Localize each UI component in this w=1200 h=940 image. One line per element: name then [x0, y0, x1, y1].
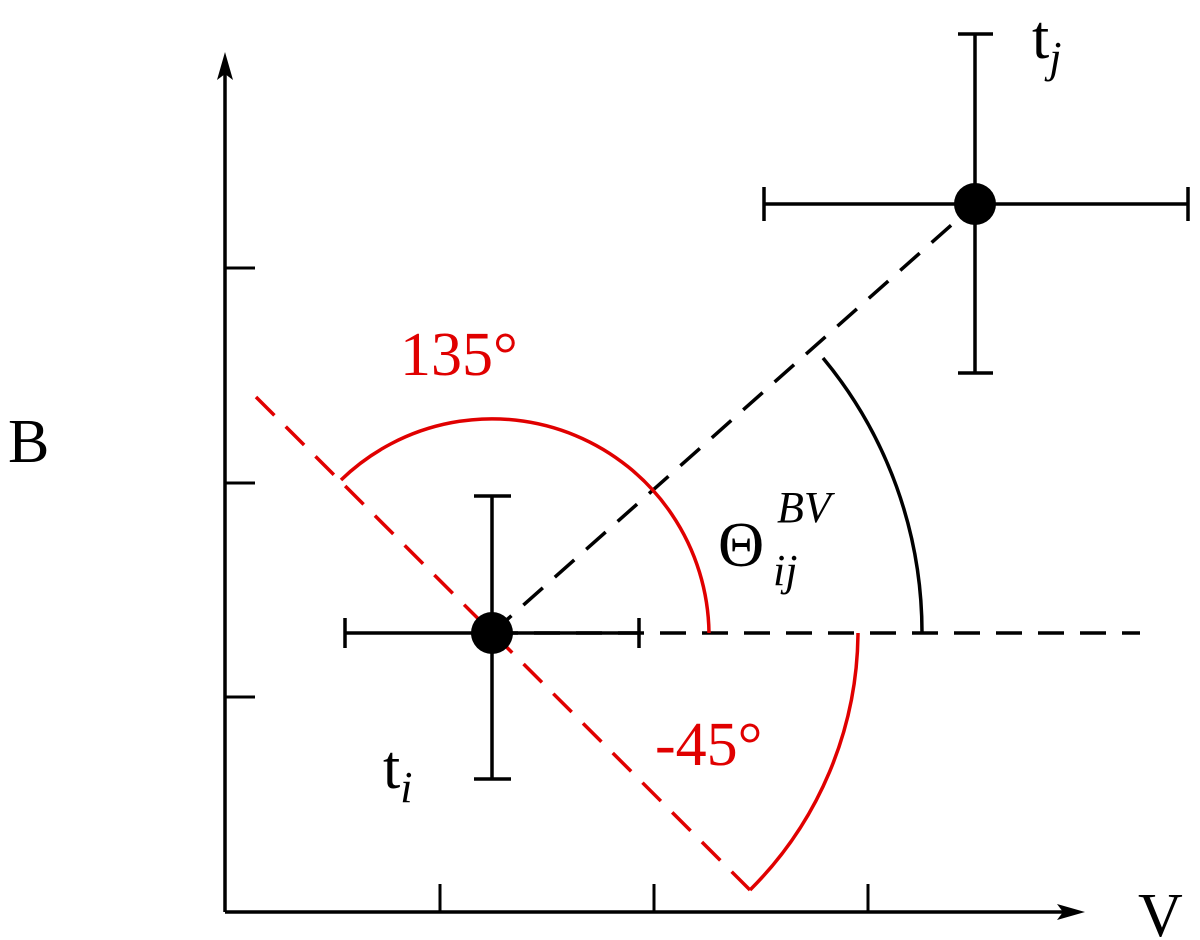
point-j-label: tj [1032, 4, 1061, 82]
y-axis-arrow [217, 52, 233, 80]
theta-symbol: Θ [718, 509, 764, 580]
angle-neg45-label: -45° [655, 711, 762, 779]
point-i-marker [471, 612, 513, 654]
x-axis-arrow [1057, 904, 1085, 920]
point-i-subscript: i [400, 763, 412, 812]
theta-superscript: BV [777, 483, 836, 532]
point-j [762, 32, 1190, 375]
angle-135-arc [339, 417, 711, 634]
connecting-line [490, 202, 977, 635]
theta-label: Θ BV ij [718, 483, 836, 595]
point-j-subscript: j [1044, 33, 1061, 82]
axes [217, 52, 1085, 920]
theta-subscript: ij [773, 546, 797, 595]
point-i [343, 494, 641, 781]
point-i-label: ti [383, 734, 412, 812]
angle-neg45-arc [748, 632, 860, 892]
y-axis-label: B [8, 408, 49, 476]
x-axis-label: V [1138, 882, 1183, 940]
angle-135-label: 135° [400, 321, 518, 389]
point-j-marker [954, 183, 996, 225]
theta-angle-arc [821, 356, 924, 634]
